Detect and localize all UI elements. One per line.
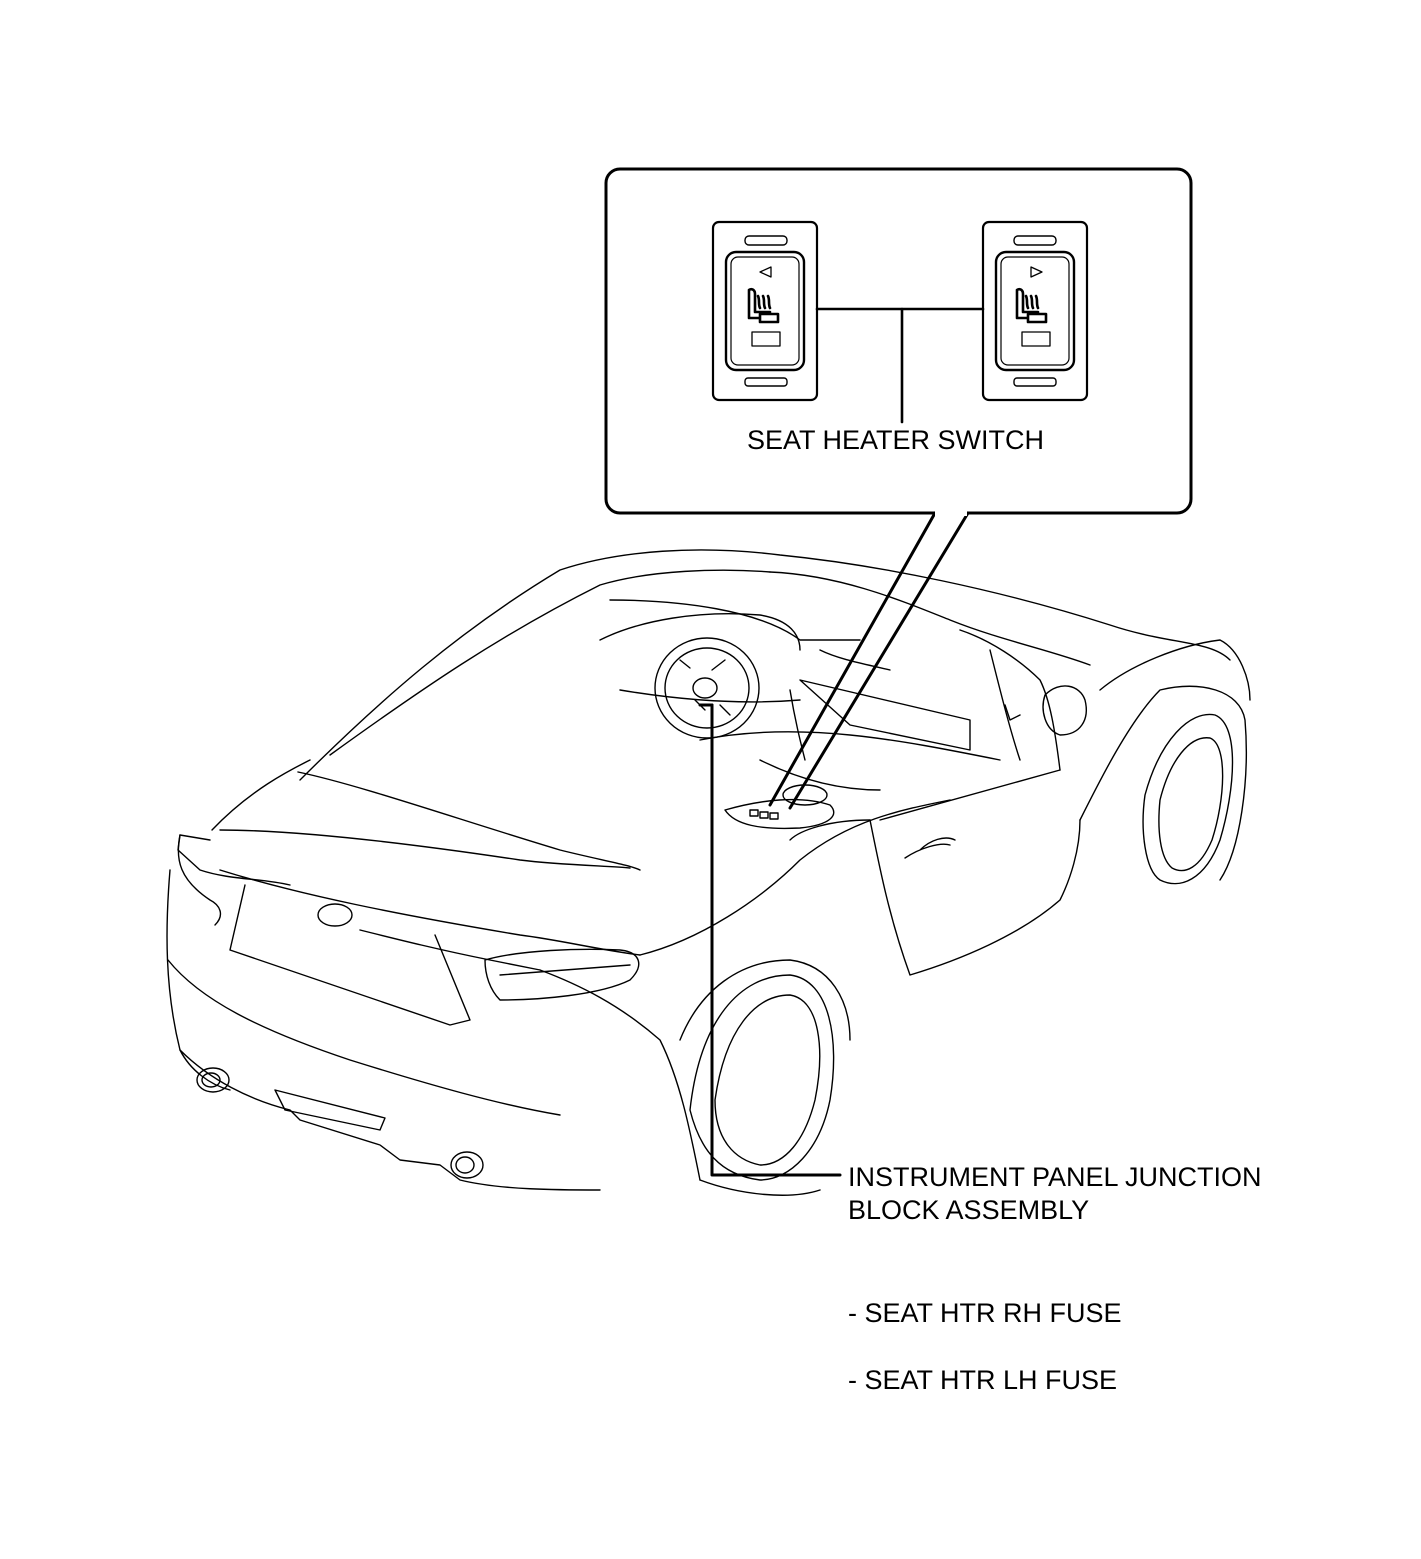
car-illustration bbox=[166, 549, 1251, 1196]
seat-heater-icon bbox=[1015, 287, 1048, 324]
junction-block-label-line1: INSTRUMENT PANEL JUNCTION bbox=[848, 1162, 1262, 1192]
switch-leader-lines bbox=[815, 307, 985, 424]
arrow-left-icon bbox=[759, 266, 772, 278]
junction-block-label-line2: BLOCK ASSEMBLY bbox=[848, 1195, 1090, 1225]
seat-heater-switch-callout bbox=[604, 167, 1193, 810]
arrow-right-icon bbox=[1030, 266, 1043, 278]
seat-heater-switch-right bbox=[981, 220, 1089, 402]
seat-heater-switch-left bbox=[711, 220, 819, 402]
seat-heater-switch-label: SEAT HEATER SWITCH bbox=[747, 425, 1045, 455]
junction-block-leader bbox=[698, 703, 842, 1177]
seat-heater-icon bbox=[747, 287, 780, 324]
fuse-item-lh: - SEAT HTR LH FUSE bbox=[848, 1365, 1118, 1395]
fuse-item-rh: - SEAT HTR RH FUSE bbox=[848, 1298, 1122, 1328]
